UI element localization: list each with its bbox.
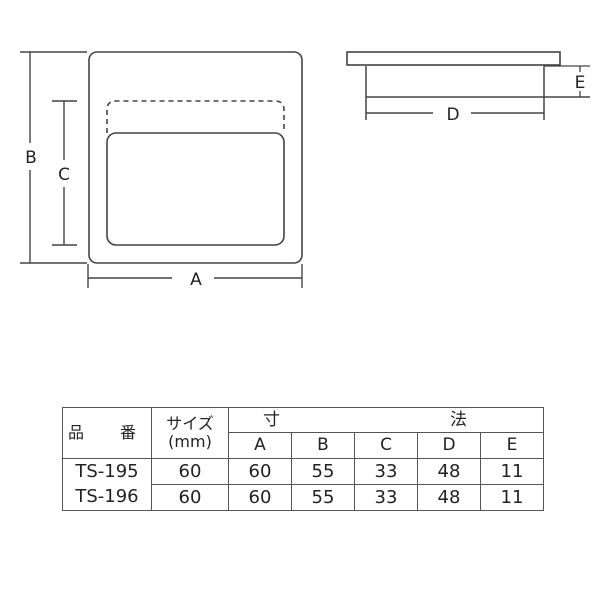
header-col-c: C: [354, 432, 418, 459]
cell-e: 11: [480, 484, 544, 511]
cell-part-number: TS-196: [62, 484, 152, 511]
cell-size: 60: [151, 484, 229, 511]
cell-a: 60: [228, 484, 292, 511]
cell-size: 60: [151, 458, 229, 485]
cell-d: 48: [417, 458, 481, 485]
inner-window-outline: [106, 132, 285, 246]
header-col-d: D: [417, 432, 481, 459]
side-view-flange: [346, 51, 561, 66]
cell-b: 55: [291, 484, 355, 511]
cell-d: 48: [417, 484, 481, 511]
outer-plate-outline: [88, 51, 303, 264]
hidden-pocket-dashed: [106, 100, 285, 133]
cell-e: 11: [480, 458, 544, 485]
cell-part-number: TS-195: [62, 458, 152, 485]
table-row: TS-196 60 60 55 33 48 11: [62, 484, 544, 511]
spec-table: 品 番 サイズ (mm) 寸 法 A B C D E TS-195 60 60 …: [62, 407, 544, 511]
header-part-number: 品 番: [62, 407, 152, 459]
header-dimension-left: 寸: [228, 407, 355, 433]
cell-c: 33: [354, 458, 418, 485]
dimension-label-b: B: [25, 148, 37, 168]
cell-a: 60: [228, 458, 292, 485]
table-header-row-1: 品 番 サイズ (mm) 寸 法: [62, 407, 544, 459]
dimension-label-d: D: [446, 105, 459, 125]
table-header-row-2: A B C D E: [63, 432, 544, 459]
header-dimension-right: 法: [354, 407, 544, 433]
header-col-b: B: [291, 432, 355, 459]
header-size-line2: (mm): [168, 432, 212, 451]
header-size-line1: サイズ: [166, 413, 214, 433]
dimension-label-c: C: [58, 165, 70, 185]
header-col-a: A: [228, 432, 292, 459]
header-col-e: E: [480, 432, 544, 459]
dimension-label-a: A: [190, 270, 202, 290]
header-size: サイズ (mm): [151, 407, 229, 459]
cell-b: 55: [291, 458, 355, 485]
dimension-label-e: E: [575, 73, 586, 93]
table-row: TS-195 60 60 55 33 48 11: [62, 458, 544, 485]
cell-c: 33: [354, 484, 418, 511]
